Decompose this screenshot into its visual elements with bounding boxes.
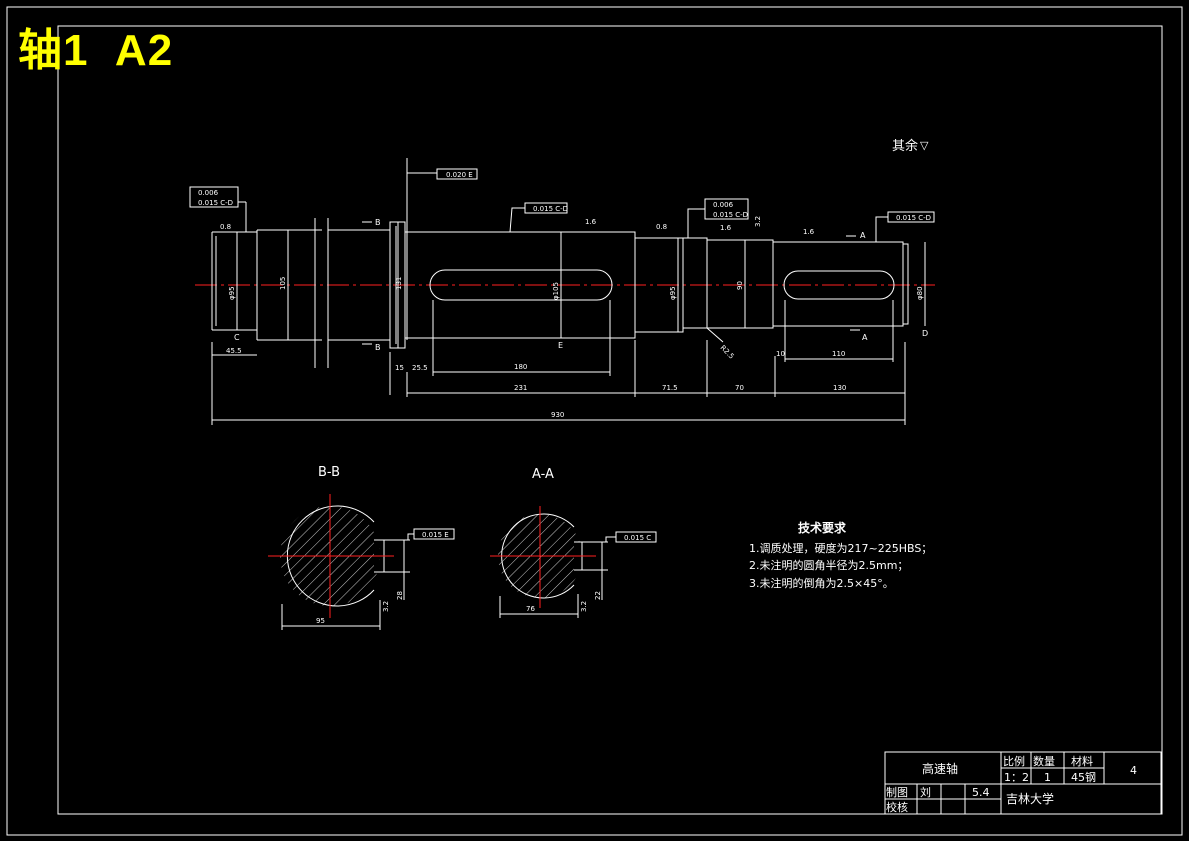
dim-930: 930 (551, 411, 564, 419)
notes-heading: 技术要求 (798, 520, 847, 535)
fcf-right: 0.015 C-D (896, 214, 931, 222)
dia-90: 90 (736, 281, 744, 290)
drawing-date: 5.4 (972, 786, 990, 799)
title-block: 高速轴 比例 数量 材料 1：2 1 45钢 4 制图 刘 5.4 校核 吉林大… (884, 751, 1162, 815)
roughness-symbol-icon: ▽ (920, 139, 929, 152)
datum-markers: C E D (234, 329, 928, 350)
dia-95-left: φ95 (228, 286, 236, 300)
qty-label: 数量 (1033, 755, 1055, 768)
school-name: 吉林大学 (1006, 791, 1054, 806)
fcf-mid-2: 0.015 C-D (713, 211, 748, 219)
roughness-0-8-left: 0.8 (220, 223, 231, 231)
fcf-aa: 0.015 C (624, 534, 651, 542)
fcf-left-2: 0.015 C-D (198, 199, 233, 207)
fcf-runout-main: 0.020 E (446, 171, 473, 179)
dim-45-5: 45.5 (226, 347, 242, 355)
surface-note: 其余 (892, 138, 918, 154)
dim-180: 180 (514, 363, 527, 371)
fcf-left-1: 0.006 (198, 189, 219, 197)
cut-a-bottom: A (862, 333, 868, 342)
dim-231: 231 (514, 384, 527, 392)
check-label: 校核 (886, 800, 908, 814)
radius-r2-5: R2.5 (719, 344, 736, 361)
drawn-label: 制图 (886, 786, 908, 799)
section-bb: B-B 95 28 0.015 E 3.2 (268, 465, 455, 630)
roughness-aa: 3.2 (580, 601, 588, 612)
roughness-1-6-b: 1.6 (720, 224, 732, 232)
dim-110: 110 (832, 350, 845, 358)
technical-requirements: 技术要求 1.调质处理，硬度为217~225HBS； 2.未注明的圆角半径为2.… (749, 520, 932, 590)
scale-label: 比例 (1003, 754, 1025, 768)
material-label: 材料 (1071, 754, 1093, 768)
dim-aa-key: 22 (594, 591, 602, 600)
fcf-gear: 0.015 C-D (533, 205, 568, 213)
dia-105-key: φ105 (552, 282, 560, 300)
sheet-title: 轴1 A2 (18, 26, 174, 75)
dim-70: 70 (735, 384, 744, 392)
part-name: 高速轴 (922, 761, 958, 776)
outer-frame (6, 6, 1183, 836)
dia-80: φ80 (916, 286, 924, 300)
note-3: 3.未注明的倒角为2.5×45°。 (749, 576, 894, 590)
roughness-1-6-a: 1.6 (585, 218, 597, 226)
cut-a-top: A (860, 231, 866, 240)
diameter-labels: φ95 105 131 φ105 φ95 90 φ80 (228, 222, 926, 348)
qty-value: 1 (1044, 771, 1051, 784)
dia-105: 105 (279, 277, 287, 290)
dim-bb-width: 95 (316, 617, 325, 625)
note-1: 1.调质处理，硬度为217~225HBS； (749, 541, 932, 555)
dim-aa-width: 76 (526, 605, 535, 613)
label-bb: B-B (318, 465, 340, 480)
fcf-mid-1: 0.006 (713, 201, 734, 209)
material-value: 45钢 (1071, 771, 1096, 784)
label-aa: A-A (532, 467, 554, 482)
dim-bb-key: 28 (396, 591, 404, 600)
note-2: 2.未注明的圆角半径为2.5mm； (749, 558, 908, 572)
section-markers: B B A A (362, 218, 868, 352)
scale-value: 1：2 (1004, 771, 1029, 784)
dim-71-5: 71.5 (662, 384, 678, 392)
shaft-main-view (195, 218, 935, 368)
roughness-symbols: 0.8 1.6 0.8 1.6 1.6 3.2 (220, 216, 815, 236)
roughness-bb: 3.2 (382, 601, 390, 612)
roughness-3-2: 3.2 (754, 216, 762, 227)
tolerance-frames: 0.020 E 0.006 0.015 C-D 0.015 C-D 0.006 … (189, 158, 935, 242)
datum-d: D (922, 329, 928, 338)
drawn-by: 刘 (920, 786, 931, 799)
dimension-lines: 930 45.5 15 25.5 180 231 71.5 70 130 110… (211, 300, 906, 425)
cut-b-top: B (375, 218, 381, 227)
inner-frame (57, 25, 1163, 815)
sheet-number: 4 (1130, 764, 1137, 777)
section-aa: A-A 76 22 0.015 C 3.2 (490, 467, 657, 618)
dim-15: 15 (395, 364, 404, 372)
cut-b-bottom: B (375, 343, 381, 352)
roughness-0-8-mid: 0.8 (656, 223, 667, 231)
roughness-1-6-c: 1.6 (803, 228, 815, 236)
dim-10: 10 (776, 350, 785, 358)
dim-25-5: 25.5 (412, 364, 428, 372)
fcf-bb: 0.015 E (422, 531, 449, 539)
datum-c: C (234, 333, 240, 342)
dia-95-right: φ95 (669, 286, 677, 300)
datum-e: E (558, 341, 563, 350)
dim-130: 130 (833, 384, 846, 392)
dia-131: 131 (395, 277, 403, 290)
